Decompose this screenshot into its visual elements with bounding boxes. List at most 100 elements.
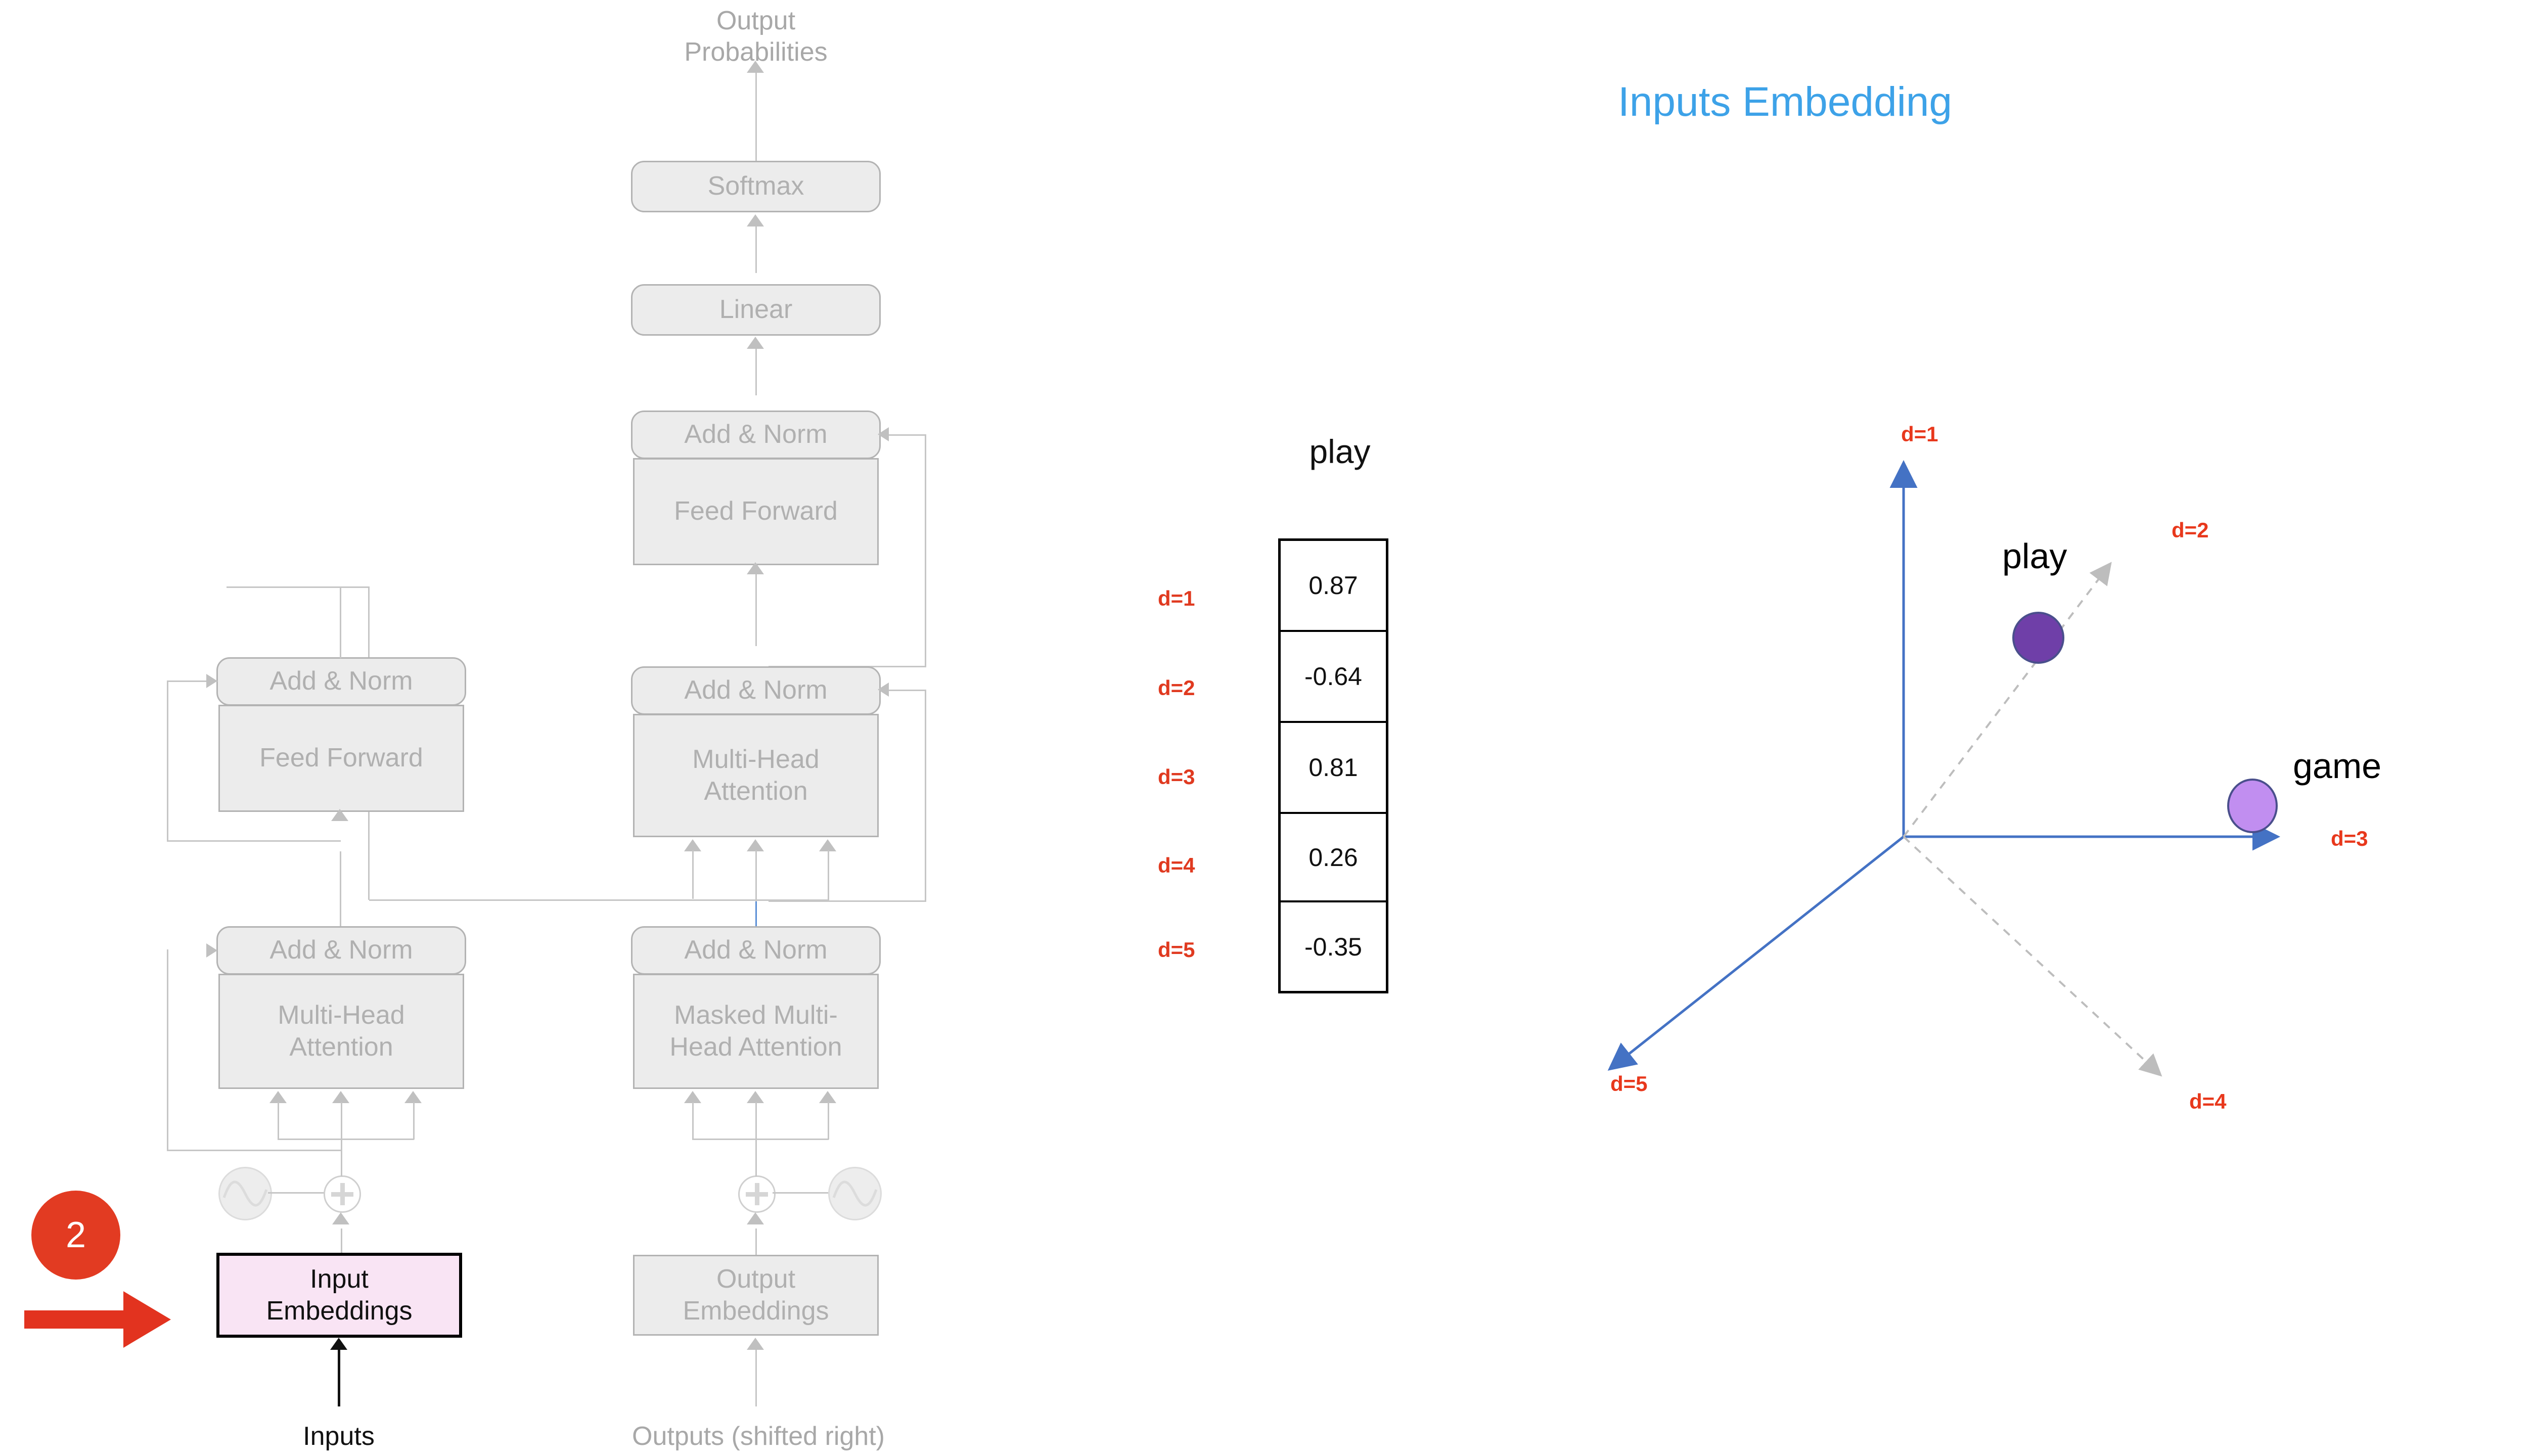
vector-dim-label-3: d=3 (1158, 765, 1195, 789)
encoder-pe-link (268, 1192, 325, 1194)
encoder-to-decoder-top (227, 586, 369, 588)
encoder-add-norm-1: Add & Norm (216, 926, 466, 975)
transformer-diagram: Output Probabilities Softmax Linear Add … (0, 0, 1011, 1456)
arrowhead-enc-mha-q (269, 1091, 287, 1103)
decoder-masked-multi-head-attention: Masked Multi- Head Attention (633, 974, 879, 1089)
encoder-multi-head-attention: Multi-Head Attention (218, 974, 464, 1089)
residual-line-dec3-h (886, 434, 926, 436)
encoder-residual2-v (167, 681, 168, 841)
decoder-multi-head-attention: Multi-Head Attention (633, 714, 879, 837)
arrowhead-addnorm2-to-ff (747, 562, 764, 574)
encoder-feed-forward: Feed Forward (218, 705, 464, 812)
axis-d2 (1903, 562, 2112, 838)
connector-dec-mmha-v (828, 1102, 829, 1140)
connector-addnorm3-to-linear (755, 340, 757, 395)
axis-label-d3: d=3 (2331, 827, 2368, 850)
connector-dec-mmha-q (692, 1102, 694, 1140)
outputs-shifted-right-label: Outputs (shifted right) (632, 1422, 885, 1451)
vector-cell: -0.35 (1281, 902, 1386, 991)
axis-label-d4: d=4 (2189, 1089, 2227, 1113)
arrowhead-addnorm3-to-linear (747, 337, 764, 349)
vector-dim-label-5: d=5 (1158, 938, 1195, 962)
residual-line-dec2-h (886, 690, 926, 691)
linear-box: Linear (631, 284, 881, 336)
step-badge-2: 2 (31, 1191, 120, 1280)
arrowhead-dec-mha-k (747, 839, 764, 851)
decoder-positional-encoding-icon (828, 1167, 882, 1220)
decoder-pe-link (773, 1192, 829, 1194)
arrowhead-dec-mha-q (684, 839, 701, 851)
decoder-blue-segment (755, 901, 757, 938)
embedding-label-game: game (2293, 746, 2382, 786)
axis-label-d5: d=5 (1610, 1072, 1648, 1096)
arrowhead-enc-addnorm1-to-ff (331, 809, 348, 821)
encoder-residual1-h (167, 1150, 341, 1151)
connector-linear-to-softmax (755, 217, 757, 273)
arrowhead-residual-dec2 (878, 682, 889, 697)
arrowhead-dec-mmha-v (819, 1091, 836, 1103)
vector-cell: 0.87 (1281, 541, 1386, 632)
connector-enc-mha-v (413, 1102, 415, 1140)
vector-dim-label-1: d=1 (1158, 586, 1195, 610)
residual-line-dec2-h2 (769, 900, 926, 902)
arrowhead-residual-dec3 (878, 427, 889, 441)
decoder-add-norm-2: Add & Norm (631, 666, 881, 715)
arrowhead-dec-mmha-q (684, 1091, 701, 1103)
arrowhead-enc-mha-k (332, 1091, 349, 1103)
arrowhead-dec-mha-v (819, 839, 836, 851)
connector-dec-mha-v (828, 850, 829, 901)
vector-cell: 0.26 (1281, 814, 1386, 902)
softmax-box: Softmax (631, 161, 881, 212)
arrowhead-dec-mmha-k (747, 1091, 764, 1103)
encoder-positional-add-icon (324, 1175, 361, 1213)
encoder-residual2-h (167, 840, 341, 842)
encoder-add-norm-2: Add & Norm (216, 657, 466, 706)
connector-addnorm2-to-ff (755, 565, 757, 646)
connector-outputs-to-outemb (755, 1341, 757, 1406)
input-embeddings-box[interactable]: Input Embeddings (216, 1253, 462, 1338)
connector-outemb-to-pe (755, 1228, 757, 1259)
residual-line-dec3-v (925, 434, 926, 667)
arrowhead-outputs-to-outemb (747, 1338, 764, 1350)
vector-title: play (1309, 433, 1371, 470)
connector-enc-mha-bridge (278, 1139, 414, 1140)
sine-wave-icon (222, 1180, 268, 1207)
arrowhead-inputs-to-inemb (330, 1338, 347, 1350)
decoder-add-norm-1: Add & Norm (631, 926, 881, 975)
callout-arrow-icon (24, 1291, 171, 1348)
axis-d5 (1607, 836, 1905, 1071)
output-probabilities-label: Output Probabilities (684, 6, 828, 67)
vector-dim-label-2: d=2 (1158, 676, 1195, 700)
connector-enc-mha-q (278, 1102, 279, 1140)
arrowhead-encoder-residual1 (206, 943, 217, 958)
connector-dec-mha-k (755, 850, 757, 931)
connector-softmax-to-output (755, 65, 757, 166)
encoder-residual2-h2 (167, 680, 217, 682)
decoder-positional-add-icon (738, 1175, 776, 1213)
arrowhead-encoder-residual2 (206, 674, 217, 688)
connector-inputs-to-inemb (338, 1342, 340, 1406)
arrowhead-outemb-to-pe (747, 1212, 764, 1224)
arrowhead-inemb-to-pe (332, 1212, 349, 1224)
arrowhead-softmax-to-output (747, 61, 764, 73)
connector-dec-mha-bridge (692, 899, 829, 901)
embedding-axes (1607, 460, 2280, 1077)
connector-dec-mmha-bridge (692, 1139, 829, 1140)
axis-label-d2: d=2 (2172, 518, 2209, 542)
arrowhead-enc-mha-v (404, 1091, 422, 1103)
encoder-residual1-v (167, 949, 168, 1151)
vector-table: 0.87 -0.64 0.81 0.26 -0.35 (1278, 538, 1388, 993)
encoder-to-decoder-h (369, 899, 693, 901)
arrowhead-linear-to-softmax (747, 214, 764, 226)
decoder-feed-forward: Feed Forward (633, 458, 879, 565)
embedding-plot-title: Inputs Embedding (1618, 79, 1953, 125)
decoder-add-norm-3: Add & Norm (631, 411, 881, 459)
vector-cell: -0.64 (1281, 632, 1386, 723)
embedding-label-play: play (2002, 536, 2067, 576)
residual-line-dec2-v (925, 690, 926, 902)
connector-pe-to-mmha (755, 1140, 757, 1176)
connector-pe-to-enc-mha (341, 1140, 342, 1176)
axis-label-d1: d=1 (1901, 422, 1938, 446)
inputs-label: Inputs (303, 1422, 375, 1451)
output-embeddings-box: Output Embeddings (633, 1255, 879, 1336)
